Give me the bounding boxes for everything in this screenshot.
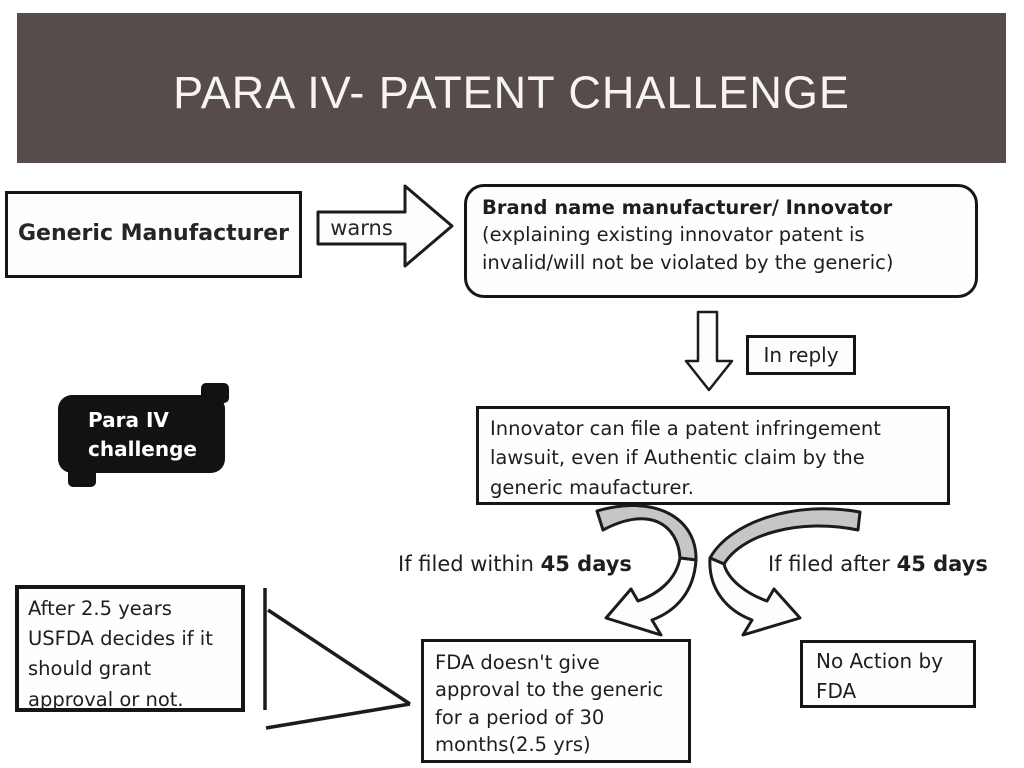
filed-within-45-days-label: If filed within 45 days <box>398 552 632 576</box>
in-reply-label: In reply <box>763 343 839 367</box>
in-reply-box: In reply <box>746 335 856 375</box>
fda-no-approval-box: FDA doesn't give approval to the generic… <box>421 639 691 763</box>
filed-after-prefix: If filed after <box>768 552 897 576</box>
warns-arrow-label: warns <box>318 212 405 244</box>
para-iv-line1: Para IV <box>88 408 169 432</box>
generic-manufacturer-label: Generic Manufacturer <box>18 221 289 247</box>
lawsuit-box: Innovator can file a patent infringement… <box>476 406 950 505</box>
fda-no-approval-text: FDA doesn't give approval to the generic… <box>435 651 664 756</box>
warns-text: warns <box>330 216 393 240</box>
brand-innovator-box: Brand name manufacturer/ Innovator (expl… <box>464 184 978 298</box>
no-action-by-fda-box: No Action by FDA <box>800 640 976 708</box>
bracket-lower-line <box>265 702 411 730</box>
badge-tab-top-right <box>201 383 229 403</box>
curved-arrow-right-head <box>708 556 802 637</box>
after-2-5-years-text: After 2.5 years USFDA decides if it shou… <box>28 597 213 711</box>
bracket-upper-line <box>267 608 411 706</box>
page-title: PARA IV- PATENT CHALLENGE <box>173 67 850 118</box>
brand-innovator-body: (explaining existing innovator patent is… <box>482 223 894 274</box>
filed-after-45-days: 45 days <box>896 552 988 576</box>
warns-arrow <box>316 184 454 268</box>
para-iv-line2: challenge <box>88 437 197 461</box>
curved-arrow-left-head <box>604 556 698 637</box>
generic-manufacturer-box: Generic Manufacturer <box>5 191 302 278</box>
lawsuit-text: Innovator can file a patent infringement… <box>490 417 881 499</box>
filed-within-prefix: If filed within <box>398 552 541 576</box>
no-action-by-fda-text: No Action by FDA <box>816 649 944 703</box>
badge-tab-bottom-left <box>68 467 96 487</box>
para-iv-challenge-badge: Para IV challenge <box>58 383 229 487</box>
filed-within-45-days: 45 days <box>540 552 632 576</box>
down-arrow <box>684 310 734 392</box>
title-bar: PARA IV- PATENT CHALLENGE <box>17 13 1006 163</box>
after-2-5-years-box: After 2.5 years USFDA decides if it shou… <box>15 585 245 712</box>
filed-after-45-days-label: If filed after 45 days <box>768 552 988 576</box>
brand-innovator-title: Brand name manufacturer/ Innovator <box>482 196 893 219</box>
